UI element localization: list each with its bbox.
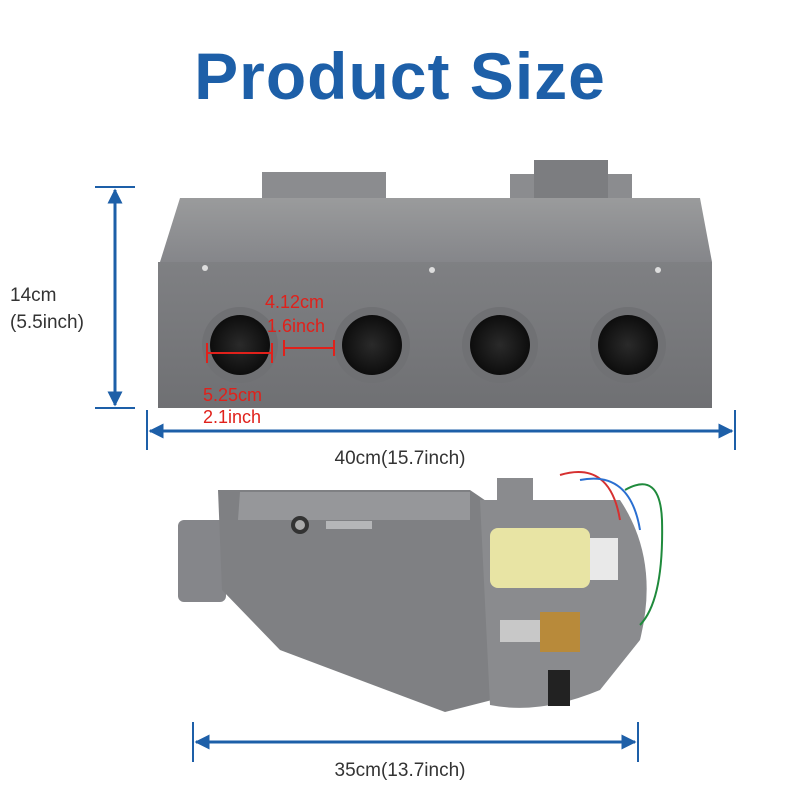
bottom-width-label: 35cm(13.7inch) (334, 760, 466, 781)
air-outlet (590, 307, 666, 383)
height-arrow (95, 186, 135, 409)
bottom-width-arrow (192, 722, 639, 762)
air-outlet (334, 307, 410, 383)
heater-side-view (178, 471, 664, 712)
heater-front-view (158, 160, 712, 408)
height-cm-label: 14cm (10, 285, 57, 306)
air-outlet (462, 307, 538, 383)
top-width-label: 40cm(15.7inch) (334, 448, 466, 469)
outlet-dia-cm-label: 5.25cm (203, 385, 263, 405)
top-width-arrow (146, 410, 736, 450)
height-inch-label: (5.5inch) (10, 312, 84, 333)
air-outlet (202, 307, 278, 383)
outlet-dia-inch-label: 2.1inch (203, 407, 262, 427)
outlet-dimension-marks (206, 340, 335, 363)
page-title: Product Size (194, 39, 606, 113)
outlet-gap-inch-label: 1.6inch (267, 316, 326, 336)
outlet-gap-cm-label: 4.12cm (265, 292, 325, 312)
